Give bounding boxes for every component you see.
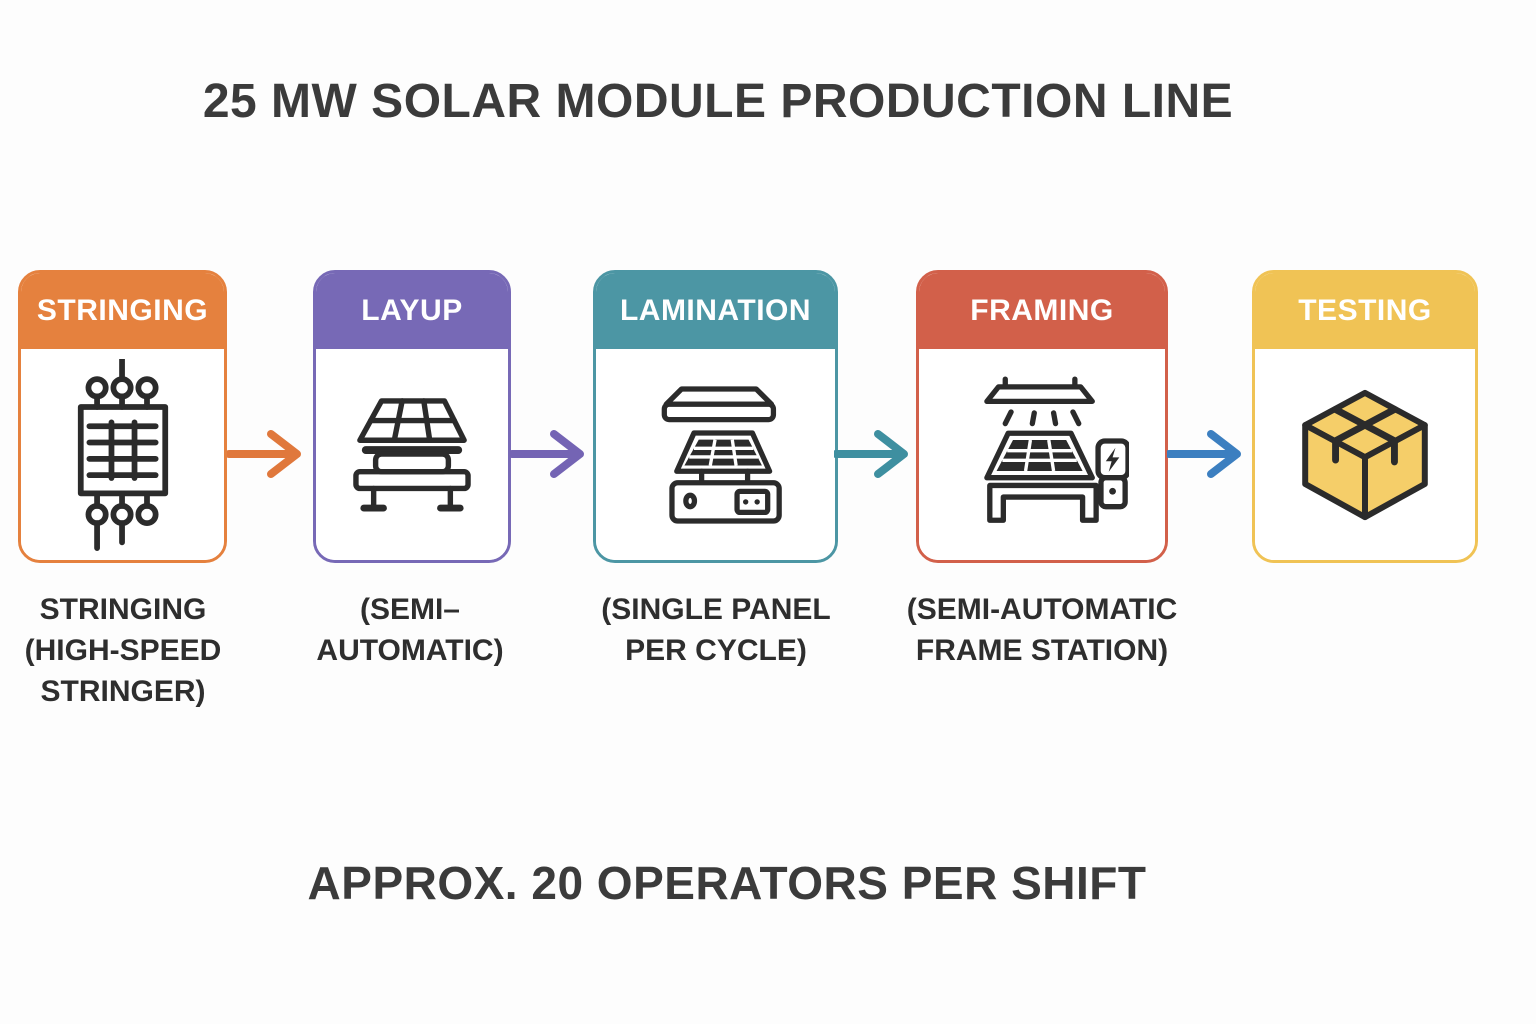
stage-header-framing: FRAMING — [919, 273, 1165, 349]
packed-box-icon — [1302, 389, 1428, 520]
flow-arrow-icon — [1167, 424, 1253, 484]
frame-station-icon — [984, 375, 1129, 523]
stage-label: LAYUP — [361, 294, 463, 327]
stage-label: STRINGING — [36, 294, 209, 327]
stage-card-testing: TESTING — [1252, 270, 1478, 563]
stage-card-lamination: LAMINATION — [593, 270, 838, 563]
stage-label: TESTING — [1298, 294, 1432, 327]
stage-card-stringing: STRINGING — [18, 270, 227, 563]
stage-caption-layup: (SEMI– AUTOMATIC) — [316, 593, 504, 667]
stage-header-testing: TESTING — [1255, 273, 1475, 349]
stage-label: LAMINATION — [619, 294, 812, 327]
stage-header-layup: LAYUP — [316, 273, 508, 349]
flow-arrow-icon — [227, 424, 313, 484]
stage-header-stringing: STRINGING — [21, 273, 224, 349]
panel-on-table-icon — [353, 397, 471, 512]
stage-card-framing: FRAMING — [916, 270, 1168, 563]
stage-caption-framing: (SEMI-AUTOMATIC FRAME STATION) — [906, 593, 1178, 667]
stage-caption-stringing: STRINGING (HIGH-SPEED STRINGER) — [24, 593, 222, 708]
stage-label: FRAMING — [970, 294, 1114, 327]
page-title: 25 MW SOLAR MODULE PRODUCTION LINE — [202, 75, 1234, 128]
cell-string-icon — [77, 358, 168, 551]
stage-card-layup: LAYUP — [313, 270, 511, 563]
stage-header-lamination: LAMINATION — [596, 273, 835, 349]
stage-caption-lamination: (SINGLE PANEL PER CYCLE) — [601, 593, 831, 667]
flow-arrow-icon — [510, 424, 596, 484]
laminator-icon — [661, 385, 782, 524]
flow-arrow-icon — [834, 424, 920, 484]
footer-note: APPROX. 20 OPERATORS PER SHIFT — [307, 857, 1147, 909]
